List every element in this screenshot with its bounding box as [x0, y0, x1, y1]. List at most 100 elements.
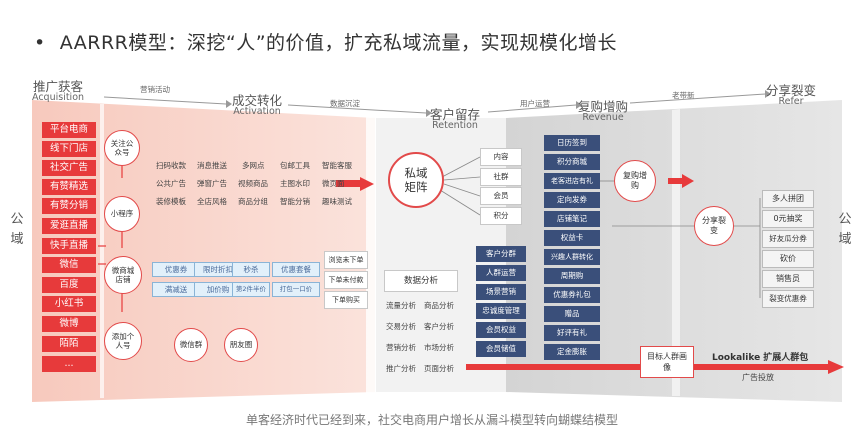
flow-arrow-private-shaft [336, 180, 362, 187]
channel-item: 微信 [42, 257, 96, 273]
tool-text: 弹窗广告 [197, 179, 227, 188]
stage-refer-cn: 分享裂变 [766, 83, 817, 98]
tool-text: 装修模板 [156, 197, 186, 206]
circle-wechat-group: 微信群 [174, 328, 208, 362]
bullet: • [34, 32, 46, 54]
operation-item: 会员权益 [476, 322, 526, 338]
stage-revenue-cn: 复购增购 [578, 99, 629, 114]
order-step: 下单购买 [324, 291, 368, 309]
tool-text: 扫码收款 [156, 161, 186, 170]
revenue-tool: 优惠券礼包 [544, 287, 600, 303]
tool-text: 全店风格 [197, 197, 227, 206]
stage-activation: 成交转化 Activation [232, 94, 282, 117]
page-title: • AARRR模型：深挖“人”的价值，扩充私域流量，实现规模化增长 [34, 28, 617, 55]
flow-arrow-revenue [682, 174, 694, 188]
stage-acquisition: 推广获客 Acquisition [32, 80, 84, 103]
operation-item: 人群运营 [476, 265, 526, 281]
order-step: 浏览未下单 [324, 251, 368, 269]
channel-item: 线下门店 [42, 141, 96, 157]
stage-refer: 分享裂变 Refer [766, 84, 816, 107]
link-pool-3 [443, 183, 481, 197]
analysis-item: 客户分析 [424, 322, 454, 331]
connector-arrow-3 [487, 104, 577, 113]
tool-text: 多网点 [242, 161, 265, 170]
tool-text: 主图水印 [280, 179, 310, 188]
analysis-item: 营销分析 [386, 343, 416, 352]
promo-box: 优惠套餐 [272, 262, 320, 277]
repurchase-label: 复购增购 [623, 171, 647, 190]
circle-mini-program-label: 小程序 [110, 209, 134, 219]
revenue-tool: 周期购 [544, 268, 600, 284]
connector-arrow-4 [629, 93, 766, 104]
tool-text: 视频商品 [238, 179, 268, 188]
link-pool-2 [443, 176, 481, 181]
channel-item: 爱逛直播 [42, 218, 96, 234]
channel-item: 百度 [42, 277, 96, 293]
connector-label-3: 用户运营 [520, 99, 550, 108]
circle-micro-store: 微商城店铺 [104, 256, 142, 294]
refer-tool: 砍价 [762, 250, 814, 268]
channel-item: 陌陌 [42, 336, 96, 352]
tool-text: 消息推送 [197, 161, 227, 170]
stage-retention-cn: 客户留存 [430, 107, 481, 122]
circle-official-account: 关注公众号 [104, 130, 140, 166]
refer-tool: 好友瓜分券 [762, 230, 814, 248]
circle-personal-account-label: 添加个人号 [111, 331, 135, 350]
stage-refer-en: Refer [778, 96, 804, 108]
analysis-item: 市场分析 [424, 343, 454, 352]
revenue-tool: 权益卡 [544, 230, 600, 246]
analysis-item: 交易分析 [386, 322, 416, 331]
revenue-tool: 赠品 [544, 306, 600, 322]
arrowhead-2 [426, 109, 432, 117]
refer-tool: 多人拼团 [762, 190, 814, 208]
right-side-char-1: 公 [838, 212, 852, 227]
stage-activation-en: Activation [233, 106, 281, 118]
stage-retention: 客户留存 Retention [430, 108, 480, 131]
stage-acquisition-en: Acquisition [32, 92, 85, 104]
arrowhead-3 [576, 101, 582, 109]
connector-arrow-1 [103, 96, 227, 105]
left-side-char-2: 域 [10, 232, 24, 247]
tool-text: 商品分组 [238, 197, 268, 206]
revenue-tool: 店铺笔记 [544, 211, 600, 227]
target-audience-label: 目标人群画像 [647, 352, 687, 372]
stage-retention-en: Retention [432, 120, 478, 132]
target-audience-box: 目标人群画像 [640, 346, 694, 378]
promo-box: 满减送 [152, 282, 200, 297]
stage-divider-1 [100, 104, 104, 398]
tool-text: 微页面 [322, 179, 345, 188]
operation-item: 客户分群 [476, 246, 526, 262]
revenue-tool: 好评有礼 [544, 325, 600, 341]
channel-item: 有赞精选 [42, 179, 96, 195]
circle-share-fission: 分享裂变 [694, 206, 734, 246]
pool-item: 积分 [480, 207, 522, 225]
channel-item: 微博 [42, 316, 96, 332]
analysis-item: 商品分析 [424, 301, 454, 310]
lookalike-label: Lookalike 扩展人群包 [712, 353, 809, 363]
stage-activation-cn: 成交转化 [232, 93, 283, 108]
ad-delivery-label: 广告投放 [742, 373, 774, 382]
title-text: AARRR模型：深挖“人”的价值，扩充私域流量，实现规模化增长 [59, 32, 618, 54]
circle-moments: 朋友圈 [224, 328, 258, 362]
revenue-tool: 日历签到 [544, 135, 600, 151]
link-pool-1 [441, 156, 481, 178]
circle-repurchase: 复购增购 [614, 160, 656, 202]
circle-moments-label: 朋友圈 [229, 340, 253, 350]
refer-tool: 裂变优惠券 [762, 290, 814, 308]
link-pool-4 [439, 189, 481, 216]
tool-text: 公共广告 [156, 179, 186, 188]
arrowhead-4 [765, 90, 771, 98]
left-public-domain-label: 公 域 [10, 210, 24, 250]
operation-item: 忠诚度管理 [476, 303, 526, 319]
channel-item: 有赞分销 [42, 198, 96, 214]
data-analysis-title: 数据分析 [384, 270, 458, 292]
revenue-tool: 老客进店有礼 [544, 173, 600, 189]
flow-arrow-revenue-shaft [668, 178, 684, 184]
stage-revenue-en: Revenue [582, 112, 624, 124]
right-side-char-2: 域 [838, 232, 852, 247]
order-step: 下单未付款 [324, 271, 368, 289]
refer-tool: 销售员 [762, 270, 814, 288]
tool-text: 包邮工具 [280, 161, 310, 170]
channel-item: 小红书 [42, 296, 96, 312]
circle-mini-program: 小程序 [104, 196, 140, 232]
